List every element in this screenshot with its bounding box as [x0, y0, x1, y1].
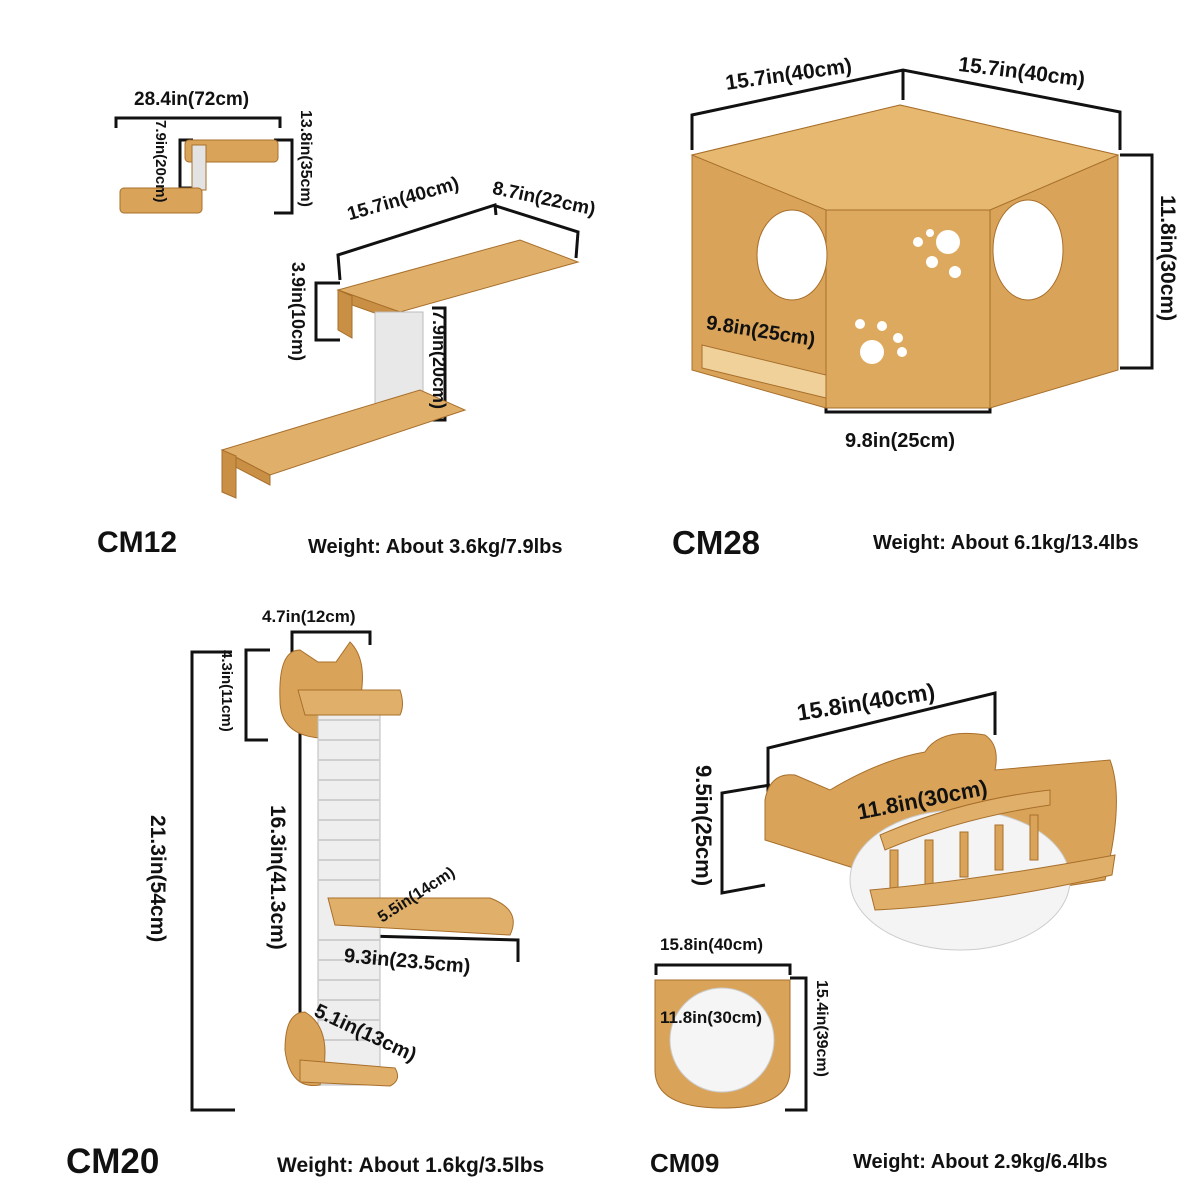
product-code: CM09	[650, 1148, 720, 1178]
product-code: CM12	[97, 526, 178, 559]
dimension-shelf-height: 3.9in(10cm)	[288, 262, 308, 362]
product-weight: Weight: About 3.6kg/7.9lbs	[308, 536, 563, 558]
product-code: CM28	[672, 524, 761, 561]
cm20-illustration	[279, 641, 514, 1087]
dimension-total-height: 21.3in(54cm)	[146, 815, 169, 943]
dimension-top-view-depth: 15.4in(39cm)	[813, 980, 830, 1077]
dimension-top-width: 4.7in(12cm)	[262, 607, 356, 626]
dimension-post-height: 16.3in(41.3cm)	[266, 805, 289, 950]
dimension-top-height: 4.3in(11cm)	[218, 650, 235, 732]
product-weight: Weight: About 2.9kg/6.4lbs	[853, 1151, 1108, 1173]
dimension-height: 9.5in(25cm)	[691, 765, 716, 887]
product-code: CM20	[66, 1142, 160, 1181]
product-weight: Weight: About 6.1kg/13.4lbs	[873, 532, 1139, 554]
dimension-top-view-bowl: 11.8in(30cm)	[660, 1008, 763, 1027]
cm28-illustration	[690, 104, 1120, 409]
cm09-illustration	[654, 732, 1117, 1109]
product-weight: Weight: About 1.6kg/3.5lbs	[277, 1154, 545, 1177]
dimension-height: 13.8in(35cm)	[297, 110, 314, 207]
dimension-top-view-width: 15.8in(40cm)	[660, 935, 763, 954]
dimension-post: 7.9in(20cm)	[152, 120, 169, 203]
dimension-width: 28.4in(72cm)	[134, 89, 250, 110]
dimension-height: 11.8in(30cm)	[1156, 195, 1179, 322]
cm12-illustration	[119, 139, 580, 499]
dimension-front-width: 9.8in(25cm)	[845, 430, 956, 452]
dimension-post-height: 7.9in(20cm)	[429, 310, 449, 410]
